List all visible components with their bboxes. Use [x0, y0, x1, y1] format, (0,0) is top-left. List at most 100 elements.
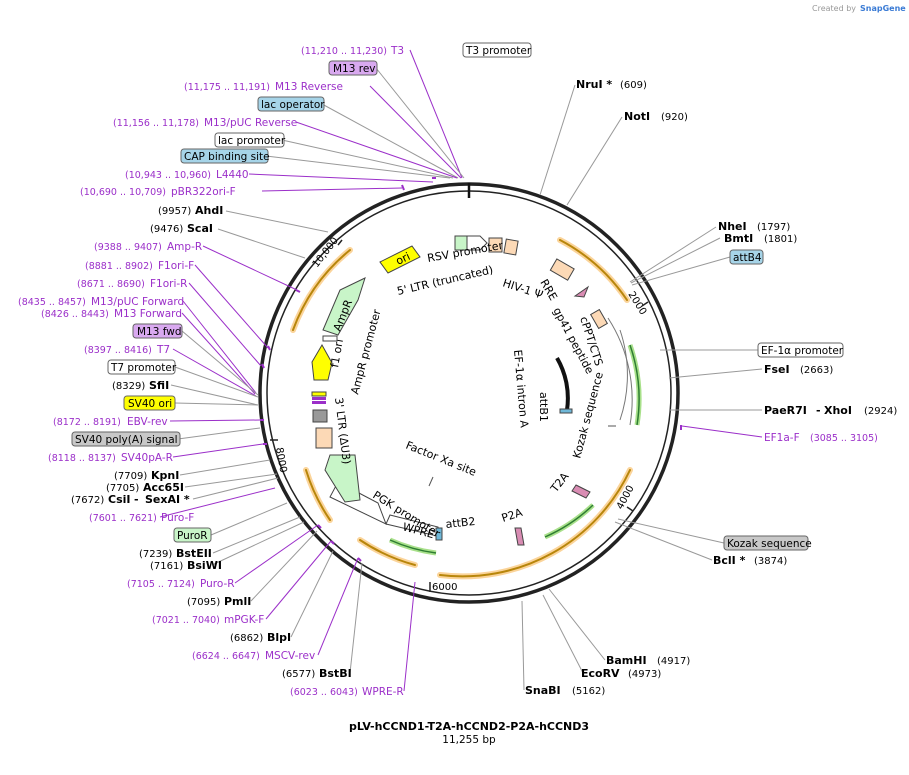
bsiwi-pos: (7161) [150, 561, 183, 572]
ampr-feature [322, 277, 366, 336]
lac-promoter-box [214, 132, 285, 148]
sv40-polya-box [312, 409, 328, 423]
snapgene-logo: SnapGene [860, 4, 906, 13]
bamhi-name: BamHI [606, 654, 647, 667]
csii-name: CsiI [108, 493, 130, 506]
ef1a-intron-label: EF-1α intron A [511, 349, 531, 429]
ef1a-promoter-label: EF-1α promoter [761, 345, 844, 357]
pbr322-name: pBR322ori-F [171, 186, 236, 198]
left-connectors [159, 49, 465, 692]
p2a-label: P2A [500, 506, 525, 525]
t7-promoter-label: T7 promoter [110, 362, 177, 374]
right-connectors [521, 84, 763, 691]
ebv-rev-name: EBV-rev [127, 416, 168, 428]
ori-label: ori [394, 250, 412, 268]
green-arc-3 [388, 537, 437, 556]
cds-arcs [290, 237, 633, 580]
sv40-ori-label: SV40 ori [128, 398, 172, 410]
noti-pos: (920) [661, 112, 688, 123]
ecorv-pos: (4973) [628, 669, 661, 680]
blpi-name: BlpI [267, 631, 291, 644]
m13-rev-box [328, 60, 378, 76]
attb4-label: attB4 [733, 252, 762, 264]
kozak-box-label: Kozak sequence [727, 538, 812, 550]
m13-reverse-name: M13 Reverse [275, 81, 343, 93]
m13puc-rev-pos: (11,156 .. 11,178) [113, 118, 199, 129]
attb1-label: attB1 [537, 392, 550, 422]
m13fwd-stripe [312, 401, 326, 404]
rre-box [549, 258, 575, 281]
puro-f-pos: (7601 .. 7621) [89, 513, 157, 524]
purOR-box [173, 527, 212, 543]
scai-name: ScaI [187, 222, 213, 235]
paer7i-name: PaeR7I [764, 404, 807, 417]
purOR-arc [303, 467, 333, 523]
sv40pa-r-pos: (8118 .. 8137) [48, 453, 116, 464]
sfii-name: SfiI [149, 379, 169, 392]
acc65i-name: Acc65I [143, 481, 184, 494]
sv40-ori-box [311, 391, 327, 397]
t7-name: T7 [156, 344, 170, 356]
ampr-primer-pos: (9388 .. 9407) [94, 242, 162, 253]
xhoi-name: XhoI [824, 404, 852, 417]
bmti-pos: (1801) [764, 234, 797, 245]
nhei-name: NheI [718, 220, 747, 233]
ltr3-promoter-feature [324, 454, 361, 503]
boxed-features: T3 promoter M13 rev lac operator lac pro… [71, 42, 844, 551]
ahdi-name: AhdI [195, 204, 223, 217]
f1ori-f-name: F1ori-F [158, 260, 194, 272]
mscv-rev-name: MSCV-rev [265, 650, 315, 662]
mpgk-f-pos: (7021 .. 7040) [152, 615, 220, 626]
ef1a-f-name: EF1a-F [764, 432, 800, 444]
csii-pos: (7672) [71, 495, 104, 506]
ori-feature [379, 245, 421, 274]
f1ori-label: f1 ori [328, 338, 346, 369]
nrui-name: NruI * [576, 78, 612, 91]
attb2-label: attB2 [445, 515, 476, 531]
wpre-r-pos: (6023 .. 6043) [290, 687, 358, 698]
ampr-promoter-label: AmpR promoter [348, 308, 383, 396]
m13-forward-name: M13 Forward [114, 308, 182, 320]
sv40-polya-label-box [71, 431, 181, 447]
tick-8000: 8000 [273, 447, 288, 474]
ef1a-f-pos: (3085 .. 3105) [810, 433, 878, 444]
lac-operator-label: lac operator [261, 99, 325, 111]
ampr-primer-name: Amp-R [167, 241, 202, 253]
nhei-pos: (1797) [757, 222, 790, 233]
attb1-box [559, 408, 573, 414]
f1ori-feature [311, 343, 333, 381]
cap-box [180, 148, 269, 164]
kozak-box [723, 535, 809, 551]
purOR-label: PuroR [177, 530, 208, 542]
bamhi-pos: (4917) [657, 656, 690, 667]
ahdi-pos: (9957) [158, 206, 191, 217]
attb2-box [435, 527, 443, 541]
ecorv-name: EcoRV [581, 667, 620, 680]
t2a-label: T2A [548, 470, 572, 496]
cppt-box [589, 308, 609, 330]
mscv-rev-pos: (6624 .. 6647) [192, 651, 260, 662]
bcli-name: BclI * [713, 554, 746, 567]
ampr-promoter-box [322, 335, 338, 342]
m13puc-fwd-name: M13/pUC Forward [91, 296, 184, 308]
ef1a-promoter-arc [607, 317, 633, 426]
ampr-arc-line [292, 249, 351, 331]
bsteii-name: BstEII [176, 547, 212, 560]
sfii-pos: (8329) [112, 381, 145, 392]
l4440-pos: (10,943 .. 10,960) [125, 170, 211, 181]
bstbi-name: BstBI [319, 667, 352, 680]
m13puc-rev-name: M13/pUC Reverse [204, 117, 297, 129]
plasmid-name: pLV-hCCND1-T2A-hCCND2-P2A-hCCND3 [349, 720, 589, 733]
t7-promoter-box [107, 359, 176, 375]
cds-arc-3-line [359, 539, 416, 566]
t3-pos: (11,210 .. 11,230) [301, 46, 387, 57]
pmli-pos: (7095) [187, 597, 220, 608]
f1ori-f-pos: (8881 .. 8902) [85, 261, 153, 272]
bmti-name: BmtI [724, 232, 753, 245]
p2a-feature [514, 527, 525, 546]
cds-arc-2-line [439, 469, 631, 578]
sexai-name: SexAI * [145, 493, 190, 506]
paer7i-pos: (2924) [864, 406, 897, 417]
t3-promoter-box [462, 42, 532, 58]
